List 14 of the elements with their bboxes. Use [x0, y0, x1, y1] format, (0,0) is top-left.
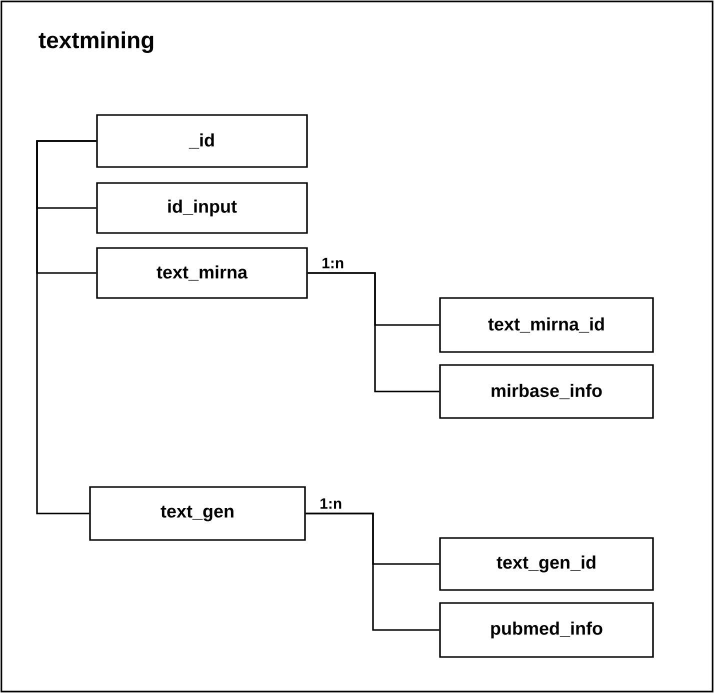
field-box: text_mirna_id — [439, 297, 654, 353]
edge-label: 1:n — [320, 256, 346, 270]
connector-line — [306, 512, 440, 631]
title: textmining — [38, 31, 154, 53]
field-box: text_gen_id — [439, 537, 654, 591]
connector-line — [36, 140, 96, 514]
connector-line — [308, 272, 440, 392]
field-box: text_mirna — [96, 247, 308, 299]
field-box: text_gen — [89, 486, 306, 541]
field-box: pubmed_info — [439, 602, 654, 658]
edge-label: 1:n — [318, 497, 344, 510]
field-box: id_input — [96, 182, 308, 234]
field-box: _id — [96, 114, 308, 168]
field-box: mirbase_info — [439, 364, 654, 419]
